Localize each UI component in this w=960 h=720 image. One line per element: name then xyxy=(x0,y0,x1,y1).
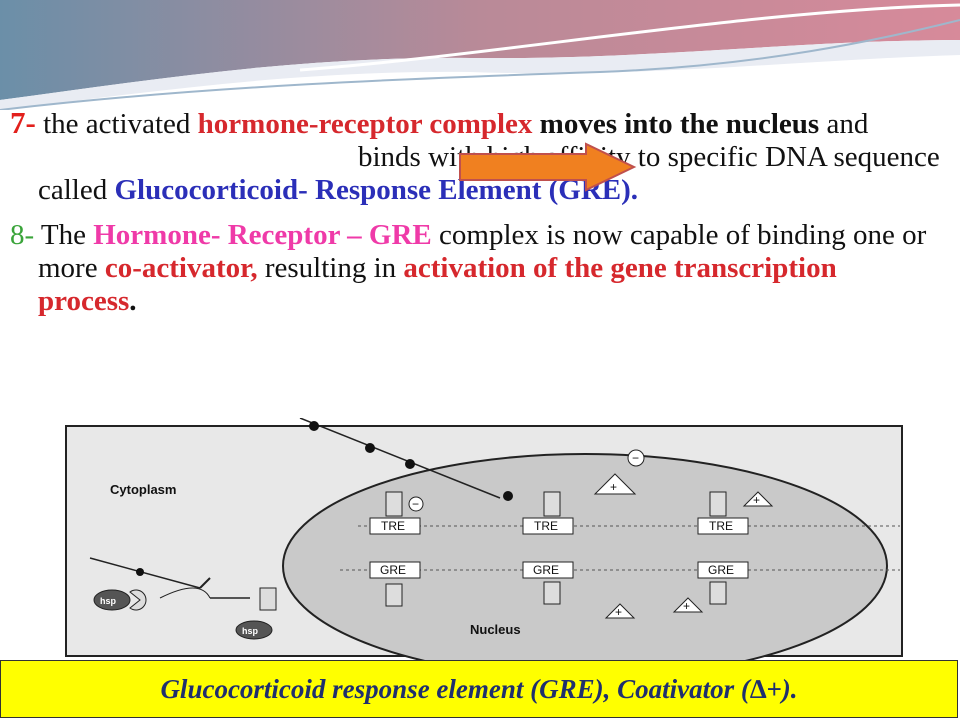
slide-body: 7- the activated hormone-receptor comple… xyxy=(10,106,940,318)
hormone-receptor-gre-term: Hormone- Receptor – GRE xyxy=(93,219,432,251)
svg-text:−: − xyxy=(412,497,419,511)
activation-term: activation of the gene transcription pro… xyxy=(38,252,837,317)
orange-arrow-icon xyxy=(459,142,637,192)
co-activator-term: co-activator, xyxy=(104,252,258,284)
hsp-label-2: hsp xyxy=(242,626,259,636)
point-8: 8- The Hormone- Receptor – GRE complex i… xyxy=(10,219,927,317)
gre-label-1: GRE xyxy=(380,563,406,577)
gre-label-2: GRE xyxy=(533,563,559,577)
svg-text:+: + xyxy=(753,493,760,507)
hsp-label-1: hsp xyxy=(100,596,117,606)
hsp-complex: hsp hsp xyxy=(93,587,277,640)
tre-label-3: TRE xyxy=(709,519,733,533)
point-8-number: 8- xyxy=(10,219,35,251)
cytoplasm-label: Cytoplasm xyxy=(110,482,176,497)
tre-label-1: TRE xyxy=(381,519,405,533)
gre-mechanism-diagram: Cytoplasm Nucleus TRE TRE TRE − + − + GR… xyxy=(65,418,903,660)
header-banner xyxy=(0,0,960,110)
nucleus-label: Nucleus xyxy=(470,622,521,637)
caption-text: Glucocorticoid response element (GRE), C… xyxy=(160,673,798,704)
gre-label-3: GRE xyxy=(708,563,734,577)
point-7-number: 7- xyxy=(10,105,36,140)
hormone-receptor-complex-term: hormone-receptor complex xyxy=(197,108,533,140)
svg-text:−: − xyxy=(632,451,639,465)
svg-text:+: + xyxy=(610,480,617,494)
tre-label-2: TRE xyxy=(534,519,558,533)
caption-box: Glucocorticoid response element (GRE), C… xyxy=(0,660,958,718)
gre-row: GRE GRE GRE + + xyxy=(340,561,900,619)
tre-row: TRE TRE TRE − + − + xyxy=(358,449,900,535)
svg-text:+: + xyxy=(683,599,690,613)
svg-text:+: + xyxy=(615,605,622,619)
